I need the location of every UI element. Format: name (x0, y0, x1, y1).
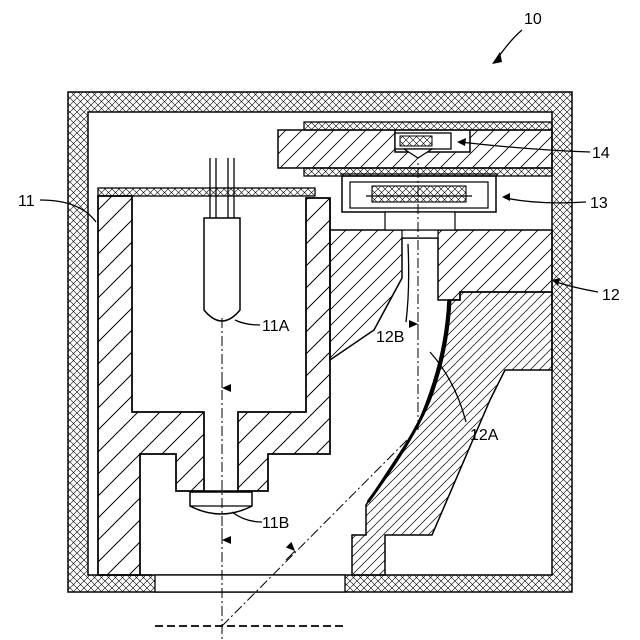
housing-12 (322, 198, 552, 575)
lamp-11A (204, 158, 240, 321)
label-14: 14 (592, 145, 610, 162)
lens-11B (190, 492, 252, 514)
board-14 (278, 122, 552, 176)
label-11: 11 (18, 193, 35, 210)
label-10: 10 (524, 11, 542, 28)
label-12B: 12B (376, 329, 404, 346)
sensor-13 (342, 176, 496, 230)
label-13: 13 (590, 195, 608, 212)
label-11B: 11B (262, 515, 289, 532)
label-12A: 12A (470, 427, 499, 444)
bottom-window (155, 575, 345, 592)
window-12B (402, 230, 438, 238)
label-11A: 11A (262, 318, 290, 335)
label-12: 12 (602, 287, 620, 304)
